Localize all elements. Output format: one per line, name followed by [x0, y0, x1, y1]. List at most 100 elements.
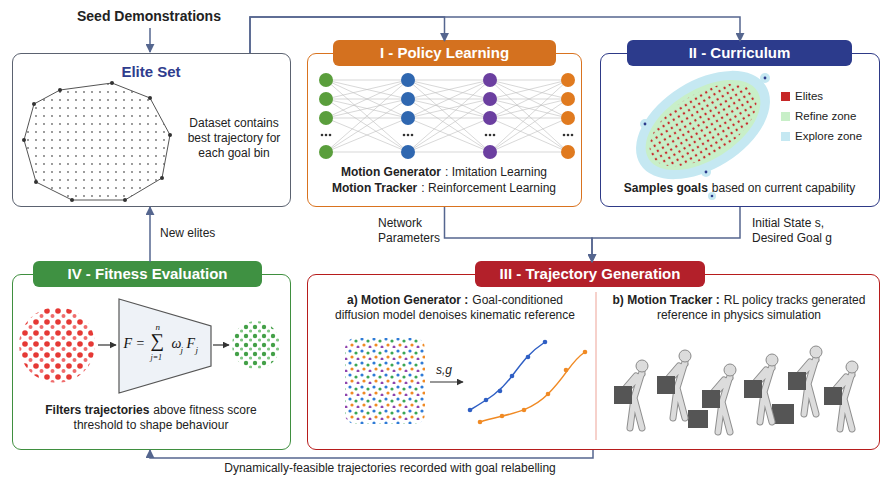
- circle-shape: [407, 134, 410, 137]
- circle-shape: [564, 368, 569, 373]
- circle-shape: [526, 355, 531, 360]
- circle-shape: [705, 171, 708, 174]
- g-shape: [319, 73, 333, 159]
- circle-shape: [123, 198, 127, 202]
- edge-label: Initial State s, Desired Goal g: [752, 216, 852, 246]
- circle-shape: [485, 134, 488, 137]
- line-shape: [595, 292, 596, 440]
- circle-shape: [764, 77, 767, 80]
- circle-shape: [483, 111, 497, 125]
- circle-shape: [522, 408, 527, 413]
- circle-shape: [498, 389, 503, 394]
- formula-node: F =n∑j=1ωjFj: [118, 298, 212, 394]
- legend-swatch: [781, 112, 790, 121]
- circle-shape: [403, 134, 406, 137]
- circle-shape: [561, 92, 575, 106]
- flow-connector: [592, 207, 740, 262]
- line-shape: [98, 344, 116, 345]
- formula-term: F: [187, 337, 196, 351]
- g-shape: [401, 73, 415, 159]
- circle-shape: [329, 134, 332, 137]
- input-label: Seed Demonstrations: [77, 9, 221, 24]
- bold-term: Motion Tracker: [332, 181, 417, 195]
- edge-label: New elites: [160, 226, 240, 241]
- text-line: Motion Tracker: Reinforcement Learning: [308, 181, 580, 196]
- circle-shape: [489, 134, 492, 137]
- circle-shape: [760, 73, 770, 83]
- circle-shape: [110, 81, 114, 85]
- circle-shape: [319, 73, 333, 87]
- g-shape: [321, 134, 574, 137]
- legend-text: Explore zone: [795, 129, 862, 143]
- circle-shape: [401, 111, 415, 125]
- bold-term: Motion Generator: [341, 165, 441, 179]
- box-heading: II - Curriculum: [689, 44, 791, 61]
- circle-shape: [168, 133, 172, 137]
- fitness-illustration: [19, 307, 280, 383]
- circle-shape: [483, 73, 497, 87]
- body-text: based on current capability: [712, 181, 855, 195]
- formula-term: j=1: [151, 354, 163, 362]
- formula-term: F =: [124, 337, 146, 351]
- circle-shape: [561, 73, 575, 87]
- legend-swatch: [781, 92, 790, 101]
- circle-shape: [148, 96, 152, 100]
- ellipse-shape: [617, 48, 789, 201]
- seed-arrow: [149, 28, 151, 52]
- circle-shape: [325, 134, 328, 137]
- circle-shape: [561, 111, 575, 125]
- line-shape: [430, 381, 463, 382]
- rect-shape: [688, 410, 708, 428]
- circle-shape: [160, 176, 164, 180]
- heading-tab: IV - Fitness Evaluation: [33, 261, 262, 287]
- circle-shape: [411, 134, 414, 137]
- text-line: b) Motion Tracker :RL policy tracks gene…: [606, 293, 872, 323]
- circle-shape: [500, 414, 505, 419]
- line-shape: [213, 344, 229, 345]
- box-heading: Elite Set: [121, 63, 180, 80]
- heading-tab: I - Policy Learning: [333, 40, 556, 66]
- circle-shape: [483, 145, 497, 159]
- edge-label: Dynamically-feasible trajectories record…: [100, 461, 680, 476]
- flow-connector: [149, 207, 151, 262]
- circle-shape: [493, 134, 496, 137]
- text-line: Elite Set: [13, 63, 289, 81]
- circle-shape: [32, 102, 36, 106]
- text-line: Dataset contains best trajectory for eac…: [179, 116, 289, 161]
- text-line: Filters trajectoriesabove fitness score …: [25, 403, 277, 433]
- circle-shape: [468, 408, 473, 413]
- circle-shape: [708, 192, 716, 200]
- formula-term: j: [196, 346, 199, 355]
- circle-shape: [401, 145, 415, 159]
- humanoid-illustration: [614, 346, 858, 432]
- bold-term: a) Motion Generator :: [347, 293, 468, 307]
- circle-shape: [70, 198, 74, 202]
- g-shape: [483, 73, 497, 159]
- circle-shape: [567, 134, 570, 137]
- polygon-shape: [24, 83, 170, 200]
- circle-shape: [561, 145, 575, 159]
- circle-shape: [583, 350, 588, 355]
- circle-shape: [22, 138, 26, 142]
- bold-term: b) Motion Tracker :: [613, 293, 720, 307]
- ellipse-shape: [636, 67, 771, 183]
- use-shape: [657, 350, 691, 418]
- path-shape: [470, 342, 545, 410]
- use-shape: [702, 364, 736, 432]
- flow-connector: [150, 450, 593, 458]
- formula-term: ∑: [151, 331, 165, 350]
- circle-shape: [19, 307, 95, 383]
- circle-shape: [34, 180, 38, 184]
- box-heading: IV - Fitness Evaluation: [67, 265, 227, 282]
- bold-term: Filters trajectories: [45, 403, 149, 417]
- text-line: Samples goalsbased on current capability: [601, 181, 878, 196]
- circle-shape: [571, 134, 574, 137]
- heading-tab: III - Trajectory Generation: [475, 261, 705, 287]
- circle-shape: [640, 119, 650, 129]
- legend-text: Refine zone: [795, 109, 856, 123]
- circle-shape: [711, 195, 714, 198]
- circle-shape: [319, 111, 333, 125]
- trapezoid-outline: [119, 299, 211, 393]
- use-shape: [788, 346, 822, 414]
- circle-shape: [321, 134, 324, 137]
